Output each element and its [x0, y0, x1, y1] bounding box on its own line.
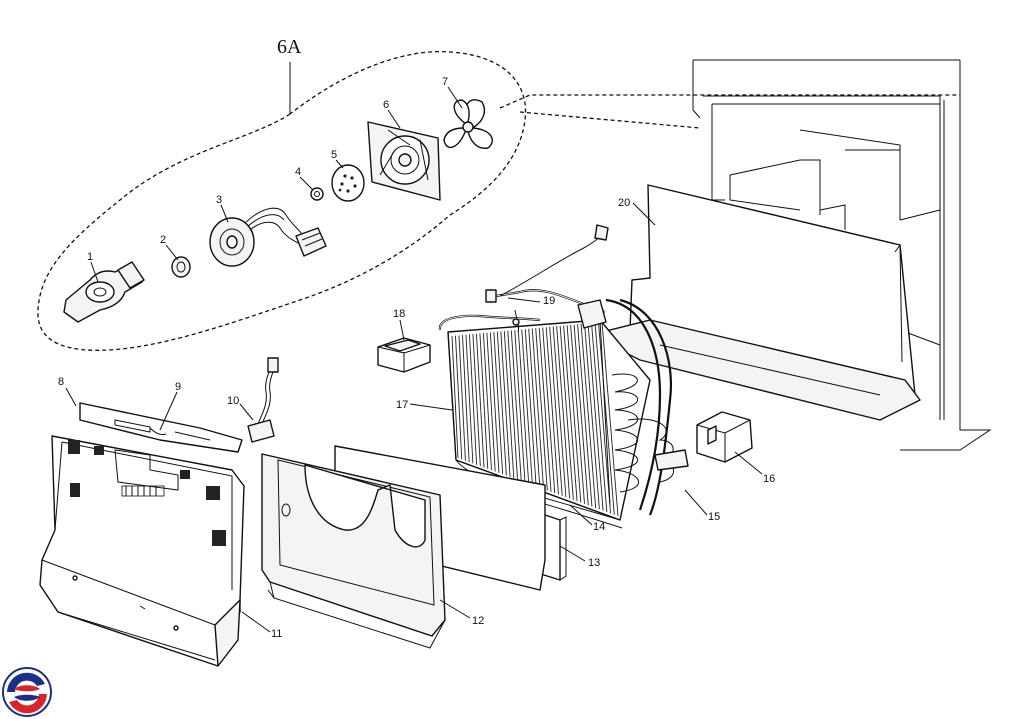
evaporator-fin	[531, 328, 545, 490]
part-9-clip	[149, 427, 167, 435]
evaporator-fin	[528, 328, 541, 488]
callout-13: 13	[588, 557, 600, 569]
evaporator-fin	[556, 326, 571, 499]
evaporator-fin	[545, 327, 559, 495]
evaporator-fin	[587, 323, 604, 511]
evaporator-fin	[524, 329, 537, 487]
evaporator-fin	[591, 322, 608, 512]
evaporator-fin	[601, 321, 619, 517]
part-3-fan-motor	[209, 207, 327, 267]
part-5-plate	[331, 164, 365, 202]
part-4-washer	[310, 187, 324, 201]
part-10-harness-connector	[247, 357, 279, 443]
callout-19: 19	[543, 295, 555, 307]
evaporator-fin	[462, 334, 470, 463]
part-18-bracket	[377, 337, 431, 373]
part-2-grommet	[171, 256, 191, 278]
evaporator-fin	[538, 327, 552, 492]
part-12-duct-panel	[261, 445, 546, 649]
evaporator-fin	[458, 335, 466, 461]
callout-2: 2	[160, 234, 166, 246]
evaporator-fin	[500, 331, 511, 477]
evaporator-fin	[552, 326, 567, 498]
part-6-fan-shroud	[367, 121, 441, 201]
evaporator-fin	[563, 325, 578, 502]
part-20-evaporator-cover	[589, 184, 921, 421]
evaporator-fin	[486, 332, 496, 472]
evaporator-fin	[577, 324, 593, 507]
evaporator-fin	[475, 333, 485, 468]
callout-16: 16	[763, 473, 775, 485]
evaporator-fin	[507, 330, 518, 480]
evaporator-fin	[493, 332, 504, 475]
callout-4: 4	[295, 166, 301, 178]
fan-assembly-outline	[37, 50, 960, 351]
evaporator-fin	[489, 332, 500, 473]
evaporator-fin	[517, 329, 530, 484]
evaporator-fin	[503, 331, 515, 479]
callout-6: 6	[383, 99, 389, 111]
evaporator-fin	[479, 333, 489, 469]
evaporator-fin	[472, 334, 481, 467]
callout-3: 3	[216, 194, 222, 206]
part-11-front-panel	[39, 435, 245, 667]
part-17-evaporator-core	[447, 319, 651, 521]
vent-grilles	[68, 440, 226, 546]
callout-14: 14	[593, 521, 605, 533]
evaporator-fin	[542, 327, 556, 494]
evaporator-fin	[514, 330, 526, 483]
part-1-motor-bracket	[63, 261, 145, 323]
callout-9: 9	[175, 381, 181, 393]
site-logo	[2, 667, 52, 717]
callout-1: 1	[87, 251, 93, 263]
callout-8: 8	[58, 376, 64, 388]
evaporator-fin	[451, 335, 459, 459]
evaporator-fin	[465, 334, 474, 464]
part-15-defrost-heater	[577, 298, 689, 516]
evaporator-fin	[549, 326, 563, 496]
evaporator-fin	[566, 325, 582, 503]
freezer-cabinet	[692, 59, 992, 451]
evaporator-fin	[455, 335, 463, 460]
evaporator-fin	[570, 324, 585, 504]
callout-labels: 1 2 3 4 5 6 7 8 9 10 11 12 13 14 15 16 1…	[58, 76, 775, 640]
callout-5: 5	[331, 149, 337, 161]
evaporator-fin	[535, 328, 548, 491]
callout-7: 7	[442, 76, 448, 88]
callout-15: 15	[708, 511, 720, 523]
callout-leaders	[65, 86, 763, 633]
evaporator-fin	[468, 334, 478, 465]
callout-18: 18	[393, 308, 405, 320]
evaporator-fin	[594, 322, 612, 514]
callout-11: 11	[271, 628, 282, 640]
group-label-6a: 6A	[277, 36, 302, 58]
evaporator-fin	[598, 322, 615, 515]
part-16-bracket	[696, 411, 753, 463]
callout-10: 10	[227, 395, 239, 407]
callout-20: 20	[618, 197, 630, 209]
callout-12: 12	[472, 615, 484, 627]
evaporator-fin	[580, 323, 597, 508]
evaporator-fin	[510, 330, 522, 481]
part-7-fan-blade	[443, 99, 493, 149]
evaporator-fin	[559, 325, 574, 500]
evaporator-fin	[521, 329, 533, 486]
evaporator-fin	[482, 333, 492, 471]
evaporator-fin	[573, 324, 589, 506]
evaporator-fin	[496, 331, 507, 476]
callout-17: 17	[396, 399, 408, 411]
evaporator-fin	[584, 323, 600, 510]
